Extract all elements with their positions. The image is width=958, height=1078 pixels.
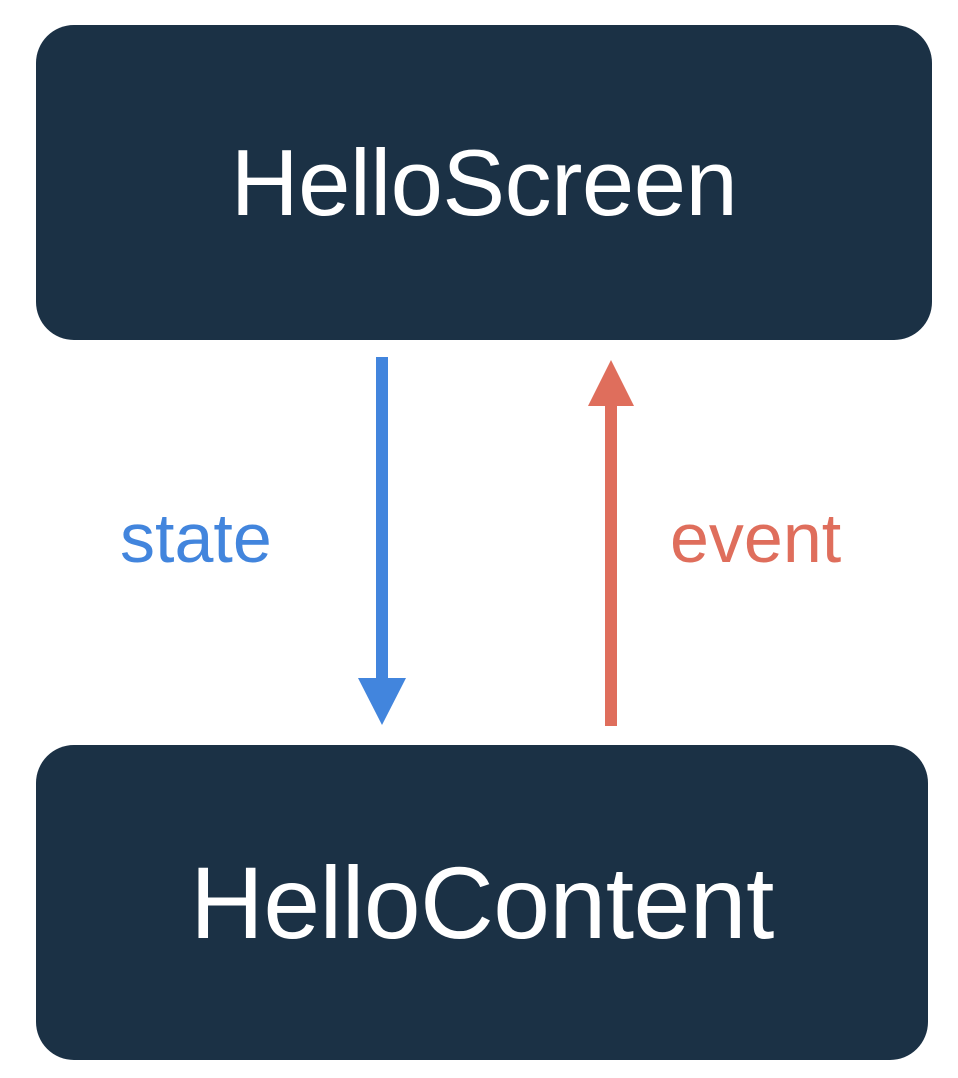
edge-label-state: state (120, 499, 272, 577)
node-hello-screen-label: HelloScreen (230, 129, 738, 235)
node-hello-content-label: HelloContent (190, 845, 774, 960)
state-arrow-down (358, 357, 406, 725)
node-hello-content[interactable]: HelloContent (36, 745, 928, 1060)
event-arrow-up (588, 360, 634, 726)
edge-label-event: event (670, 499, 842, 577)
node-hello-screen[interactable]: HelloScreen (36, 25, 932, 340)
